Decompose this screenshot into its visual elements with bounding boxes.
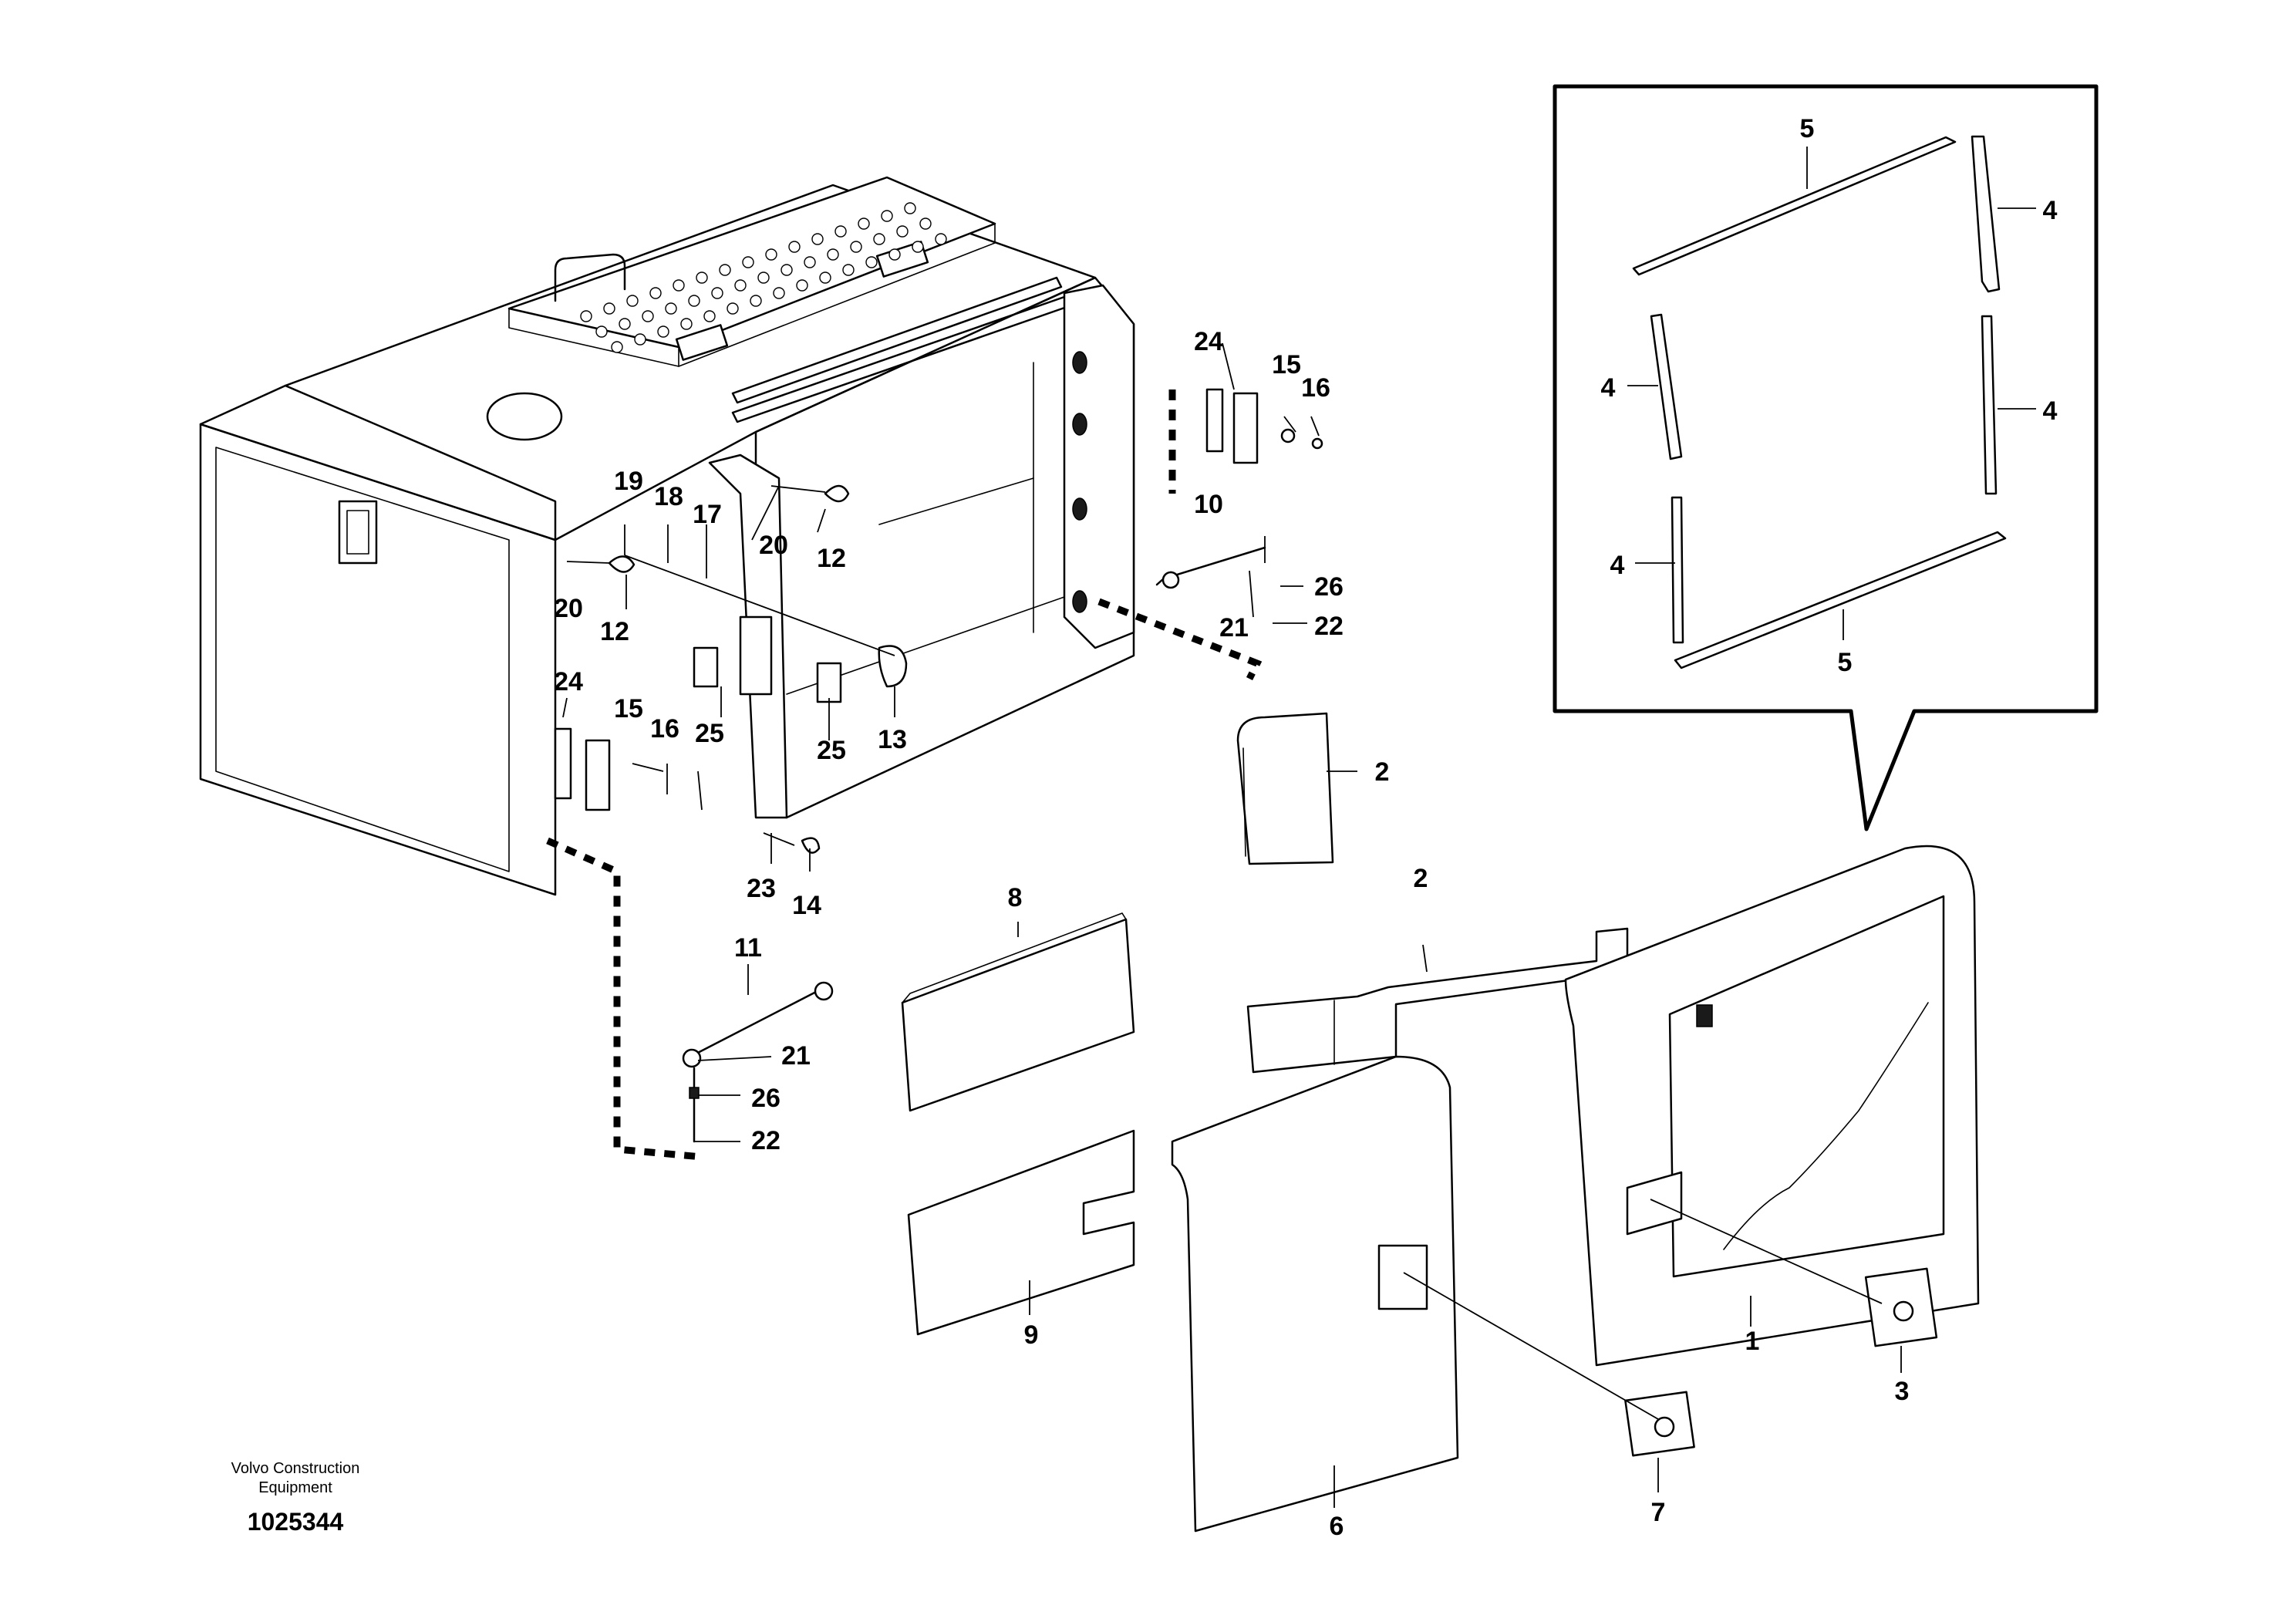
callout-22: 22 [1314,612,1344,641]
callout-17: 17 [693,500,722,529]
callout-14: 14 [792,891,821,920]
callout-25: 25 [695,719,724,748]
seal-strip-detail-inset [1553,84,2099,831]
callout-10: 10 [1194,490,1223,519]
callout-2: 2 [1375,757,1390,787]
callout-25: 25 [817,736,846,765]
manufacturer-name-line1: Volvo Construction [231,1460,360,1477]
callout-20: 20 [759,531,788,560]
callout-15: 15 [1272,350,1301,379]
document-number: 1025344 [248,1508,344,1536]
diagram-credit: Volvo Construction Equipment 1025344 [231,1460,360,1536]
callout-2: 2 [1414,864,1428,893]
callout-12: 12 [817,544,846,573]
callout-23: 23 [747,874,776,903]
callout-1: 1 [1745,1327,1760,1356]
callout-22: 22 [751,1126,781,1155]
callout-11: 11 [734,933,762,963]
callout-13: 13 [878,725,907,754]
callout-5: 5 [1838,648,1853,677]
callout-4: 4 [2043,196,2058,225]
callout-26: 26 [751,1084,781,1113]
callout-16: 16 [650,714,679,744]
callout-24: 24 [1194,327,1223,356]
callout-9: 9 [1024,1320,1039,1350]
callout-4: 4 [2043,396,2058,426]
callout-8: 8 [1008,883,1023,912]
callout-12: 12 [600,617,629,646]
callout-3: 3 [1895,1377,1910,1406]
callout-21: 21 [1219,613,1249,642]
callout-15: 15 [614,694,643,723]
callout-6: 6 [1330,1512,1344,1541]
callout-7: 7 [1651,1498,1666,1527]
panels-and-insulation [901,712,1980,1533]
callout-18: 18 [654,482,683,511]
callout-5: 5 [1800,114,1815,143]
perforated-panel [580,202,947,353]
callout-labels: 1 2 2 3 4 4 4 4 5 5 6 7 8 9 10 11 12 12 … [554,114,2057,1541]
callout-20: 20 [554,594,583,623]
callout-26: 26 [1314,572,1344,602]
callout-19: 19 [614,467,643,496]
callout-24: 24 [554,667,583,696]
callout-4: 4 [1610,551,1625,580]
manufacturer-name-line2: Equipment [258,1479,332,1496]
hood-frame-assembly [199,176,1323,1161]
callout-4: 4 [1601,373,1616,403]
callout-16: 16 [1301,373,1330,403]
callout-21: 21 [781,1041,811,1071]
